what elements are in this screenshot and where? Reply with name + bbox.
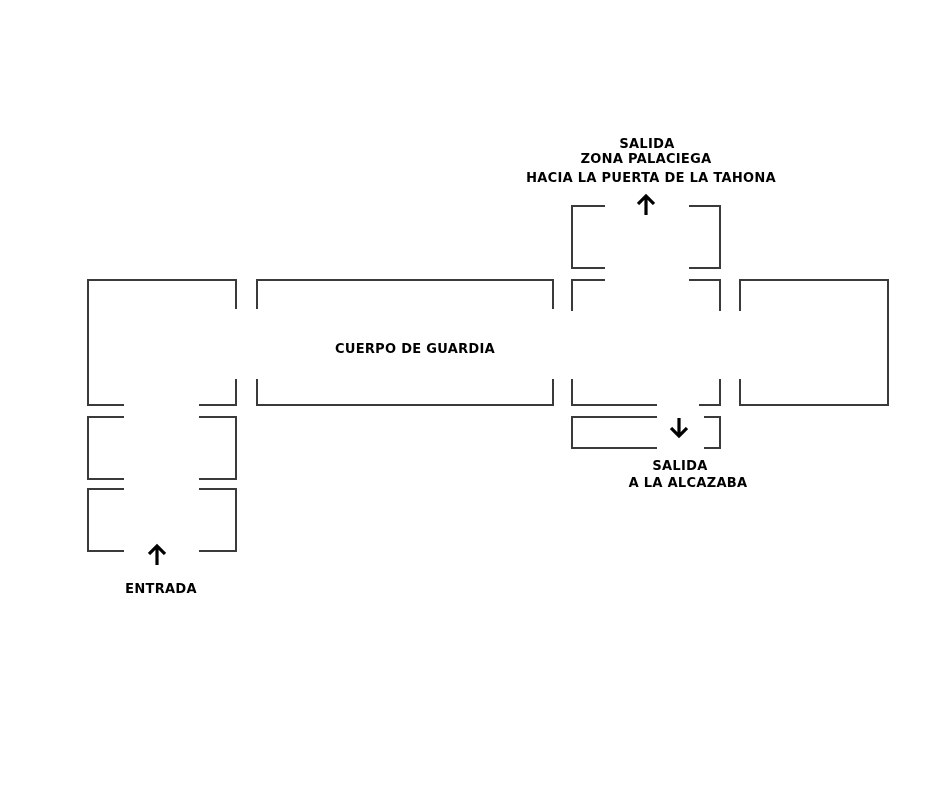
exit-north-label-line1: SALIDA xyxy=(619,137,674,152)
right-room xyxy=(739,279,889,406)
south-exit-room xyxy=(571,416,721,449)
entrance-label: ENTRADA xyxy=(125,582,197,597)
up-arrow-icon xyxy=(147,543,167,565)
north-exit-room xyxy=(571,205,721,269)
exit-south-label-line1: SALIDA xyxy=(652,459,707,474)
entrance-room xyxy=(87,488,237,552)
guard-room xyxy=(256,279,554,406)
down-arrow-icon xyxy=(669,418,689,439)
exit-north-label-line3: HACIA LA PUERTA DE LA TAHONA xyxy=(526,171,776,186)
exit-north-label-line2: ZONA PALACIEGA xyxy=(581,152,712,167)
up-arrow-icon xyxy=(636,193,656,215)
left-middle-room xyxy=(87,416,237,480)
exit-south-label-line2: A LA ALCAZABA xyxy=(629,476,748,491)
central-room xyxy=(571,279,721,406)
left-large-room xyxy=(87,279,237,406)
guard-room-label: CUERPO DE GUARDIA xyxy=(335,342,495,357)
